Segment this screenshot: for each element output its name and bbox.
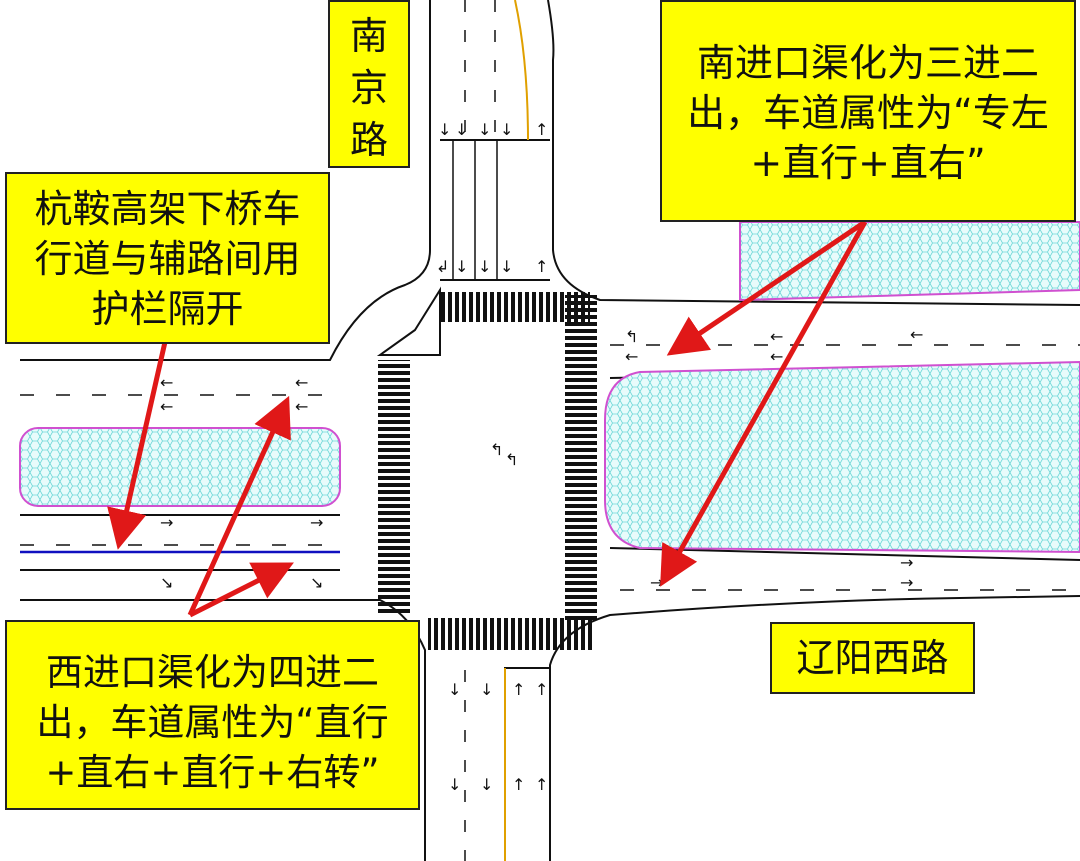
guardrail-note: 杭鞍高架下桥车行道与辅路间用护栏隔开 (5, 172, 330, 344)
svg-text:←: ← (625, 347, 638, 366)
south-entry-note: 南进口渠化为三进二出，车道属性为“专左+直行+直右” (660, 0, 1076, 222)
svg-text:←: ← (160, 397, 173, 416)
crosswalk-west (378, 360, 410, 615)
svg-text:↲: ↲ (436, 257, 449, 276)
svg-text:↑: ↑ (512, 775, 525, 794)
svg-text:↰: ↰ (625, 327, 638, 346)
svg-text:→: → (160, 513, 173, 532)
arrow-south-2 (660, 220, 868, 587)
svg-text:↓: ↓ (480, 680, 493, 699)
arrow-west-1 (187, 395, 291, 617)
svg-text:←: ← (910, 325, 923, 344)
svg-text:↑: ↑ (535, 680, 548, 699)
arrow-west-2 (188, 562, 294, 618)
svg-text:↑: ↑ (535, 120, 548, 139)
svg-text:↑: ↑ (535, 257, 548, 276)
svg-text:←: ← (295, 373, 308, 392)
svg-text:↰: ↰ (490, 440, 503, 459)
east-green-strip (739, 221, 1080, 302)
svg-text:↓: ↓ (500, 257, 513, 276)
svg-text:↓: ↓ (448, 775, 461, 794)
svg-text:↘: ↘ (310, 573, 323, 592)
svg-text:↓: ↓ (455, 257, 468, 276)
svg-text:→: → (900, 553, 913, 572)
svg-text:↓: ↓ (478, 257, 491, 276)
svg-text:↓: ↓ (455, 120, 468, 139)
channelization-island (376, 286, 441, 356)
crosswalk-east (565, 295, 597, 620)
svg-text:↰: ↰ (505, 450, 518, 469)
svg-text:↓: ↓ (438, 120, 451, 139)
svg-text:↑: ↑ (512, 680, 525, 699)
svg-text:↓: ↓ (480, 775, 493, 794)
east-median (604, 360, 1080, 554)
svg-text:←: ← (295, 397, 308, 416)
arrow-south-1 (666, 219, 867, 356)
svg-text:↑: ↑ (535, 775, 548, 794)
svg-text:→: → (900, 573, 913, 592)
svg-text:↓: ↓ (478, 120, 491, 139)
centerline-north (514, 0, 529, 141)
svg-text:↓: ↓ (500, 120, 513, 139)
svg-text:←: ← (160, 373, 173, 392)
svg-text:↓: ↓ (448, 680, 461, 699)
west-median (19, 427, 341, 507)
svg-text:→: → (650, 573, 663, 592)
arrow-guardrail (107, 341, 168, 550)
east-road-label: 辽阳西路 (770, 622, 975, 694)
north-road-label: 南京路 (328, 0, 410, 168)
pointer-arrows (107, 219, 868, 618)
lane-arrows: ↓↓↓↓↑ ↲↓↓↓↑ ←←←← →→↘↘ ↰←←←← →→→ ↓↓↑↑ ↓↓↑… (160, 120, 923, 794)
svg-text:←: ← (770, 327, 783, 346)
west-entry-note: 西进口渠化为四进二出，车道属性为“直行+直右+直行+右转” (5, 620, 420, 810)
svg-text:←: ← (770, 347, 783, 366)
svg-text:→: → (310, 513, 323, 532)
crosswalk-south (428, 618, 593, 650)
svg-text:↘: ↘ (160, 573, 173, 592)
